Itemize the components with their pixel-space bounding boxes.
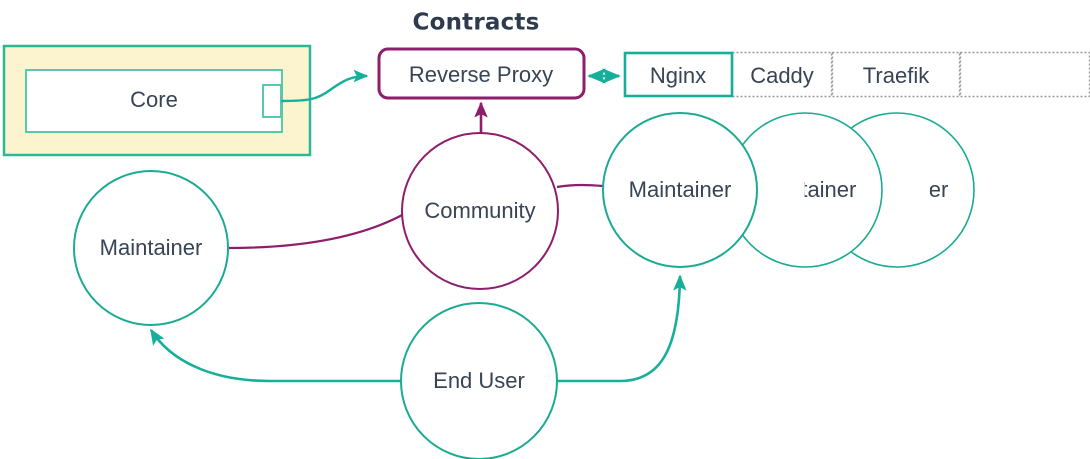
core-to-reverse-proxy-arrow bbox=[280, 69, 369, 103]
maintainer-right-1-circle[interactable] bbox=[602, 112, 758, 268]
maintainer-left-circle[interactable] bbox=[73, 170, 229, 326]
maintainer-left-to-community-line bbox=[227, 213, 405, 250]
maintainer-left-label: Maintainer bbox=[100, 235, 203, 260]
core-label: Core bbox=[130, 87, 178, 112]
reverse-proxy-box[interactable] bbox=[377, 47, 586, 100]
community-to-maintainer-right-line bbox=[556, 183, 604, 189]
diagram-title: Contracts bbox=[412, 10, 539, 36]
maintainer-right-1-label: Maintainer bbox=[629, 177, 732, 202]
core-port[interactable] bbox=[262, 84, 282, 118]
option-label-caddy: Caddy bbox=[750, 63, 814, 88]
end-user-circle[interactable] bbox=[400, 302, 558, 459]
core-box[interactable] bbox=[25, 69, 283, 133]
option-box-empty[interactable] bbox=[959, 51, 1090, 98]
community-circle[interactable] bbox=[401, 132, 559, 290]
end-user-to-maintainer-right-arrow bbox=[557, 274, 687, 383]
end-user-label: End User bbox=[433, 368, 525, 393]
option-label-traefik: Traefik bbox=[863, 63, 930, 88]
option-box-traefik[interactable] bbox=[831, 51, 961, 98]
end-user-to-maintainer-left-arrow bbox=[149, 328, 401, 383]
option-box-nginx[interactable] bbox=[623, 51, 734, 98]
reverse-proxy-label: Reverse Proxy bbox=[409, 62, 553, 87]
community-label: Community bbox=[424, 198, 535, 223]
option-box-caddy[interactable] bbox=[731, 51, 833, 98]
option-label-nginx: Nginx bbox=[650, 63, 706, 88]
